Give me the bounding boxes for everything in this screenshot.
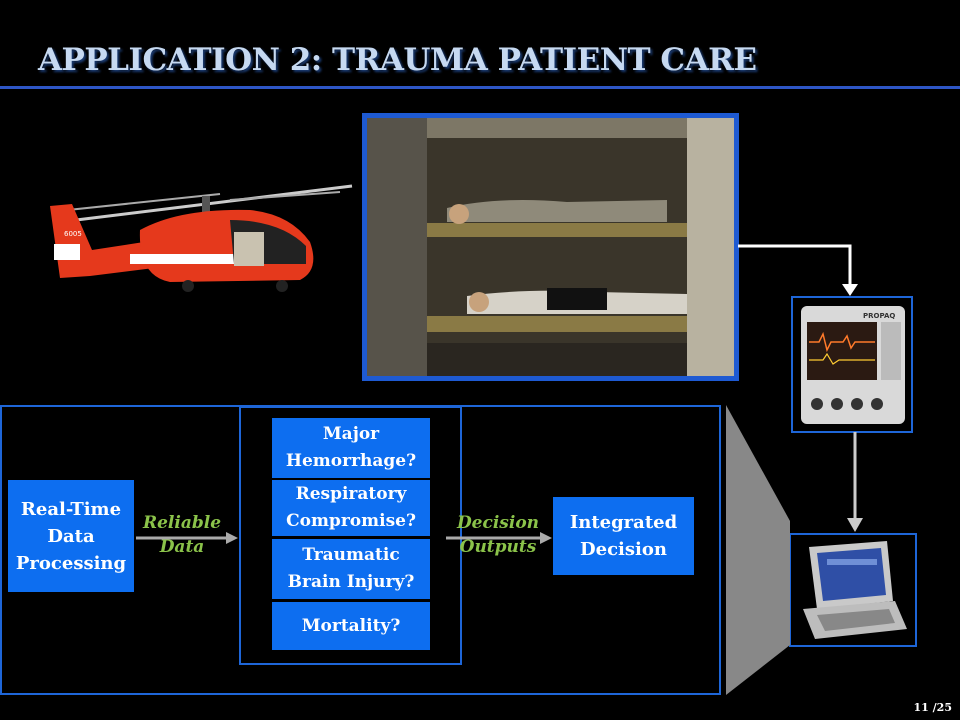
vital-signs-monitor-frame: PROPAQ <box>791 296 913 433</box>
lower-patient-head <box>469 292 489 312</box>
upper-litter <box>427 223 687 237</box>
upper-patient-head <box>449 204 469 224</box>
rotor-blade <box>229 191 341 201</box>
patient-transport-photo <box>367 118 734 376</box>
decision-outputs-label: Decision Outputs <box>456 513 540 557</box>
title-underline <box>0 86 960 89</box>
field-laptop-image <box>803 541 907 639</box>
patient-transport-photo-frame <box>362 113 739 381</box>
helicopter-image: 6005 <box>50 184 353 292</box>
arrow-decision-outputs <box>446 532 552 544</box>
page-number: 11 /25 <box>913 701 952 714</box>
arrow-reliable-data <box>136 532 238 544</box>
reliable-data-label: Reliable Data <box>142 513 222 557</box>
tail-stripe <box>54 244 80 260</box>
condition-hemorrhage: Major Hemorrhage? <box>272 418 430 478</box>
slide-title: APPLICATION 2: TRAUMA PATIENT CARE <box>38 42 757 78</box>
fuselage-stripe <box>130 254 290 264</box>
lower-patient-shorts <box>547 288 607 310</box>
upper-patient <box>447 200 667 222</box>
rotor-mast <box>202 196 210 212</box>
field-laptop-frame <box>789 533 917 647</box>
condition-mortality: Mortality? <box>272 602 430 650</box>
conditions-group-frame <box>239 406 462 665</box>
projection-shape <box>726 405 790 695</box>
real-time-processing-box: Real-Time Data Processing <box>8 480 134 592</box>
lower-litter <box>427 316 687 332</box>
cabin-door <box>234 232 264 266</box>
rotor-blade <box>67 193 221 211</box>
arrow-to-monitor <box>738 244 858 296</box>
arrow-to-laptop <box>847 432 863 532</box>
wheel <box>276 280 288 292</box>
wheel <box>182 280 194 292</box>
helicopter-marking: 6005 <box>64 230 82 238</box>
condition-respiratory: Respiratory Compromise? <box>272 480 430 536</box>
vital-signs-monitor-image: PROPAQ <box>801 306 905 424</box>
monitor-brand: PROPAQ <box>863 312 895 320</box>
condition-brain-injury: Traumatic Brain Injury? <box>272 539 430 599</box>
integrated-decision-box: Integrated Decision <box>553 497 694 575</box>
